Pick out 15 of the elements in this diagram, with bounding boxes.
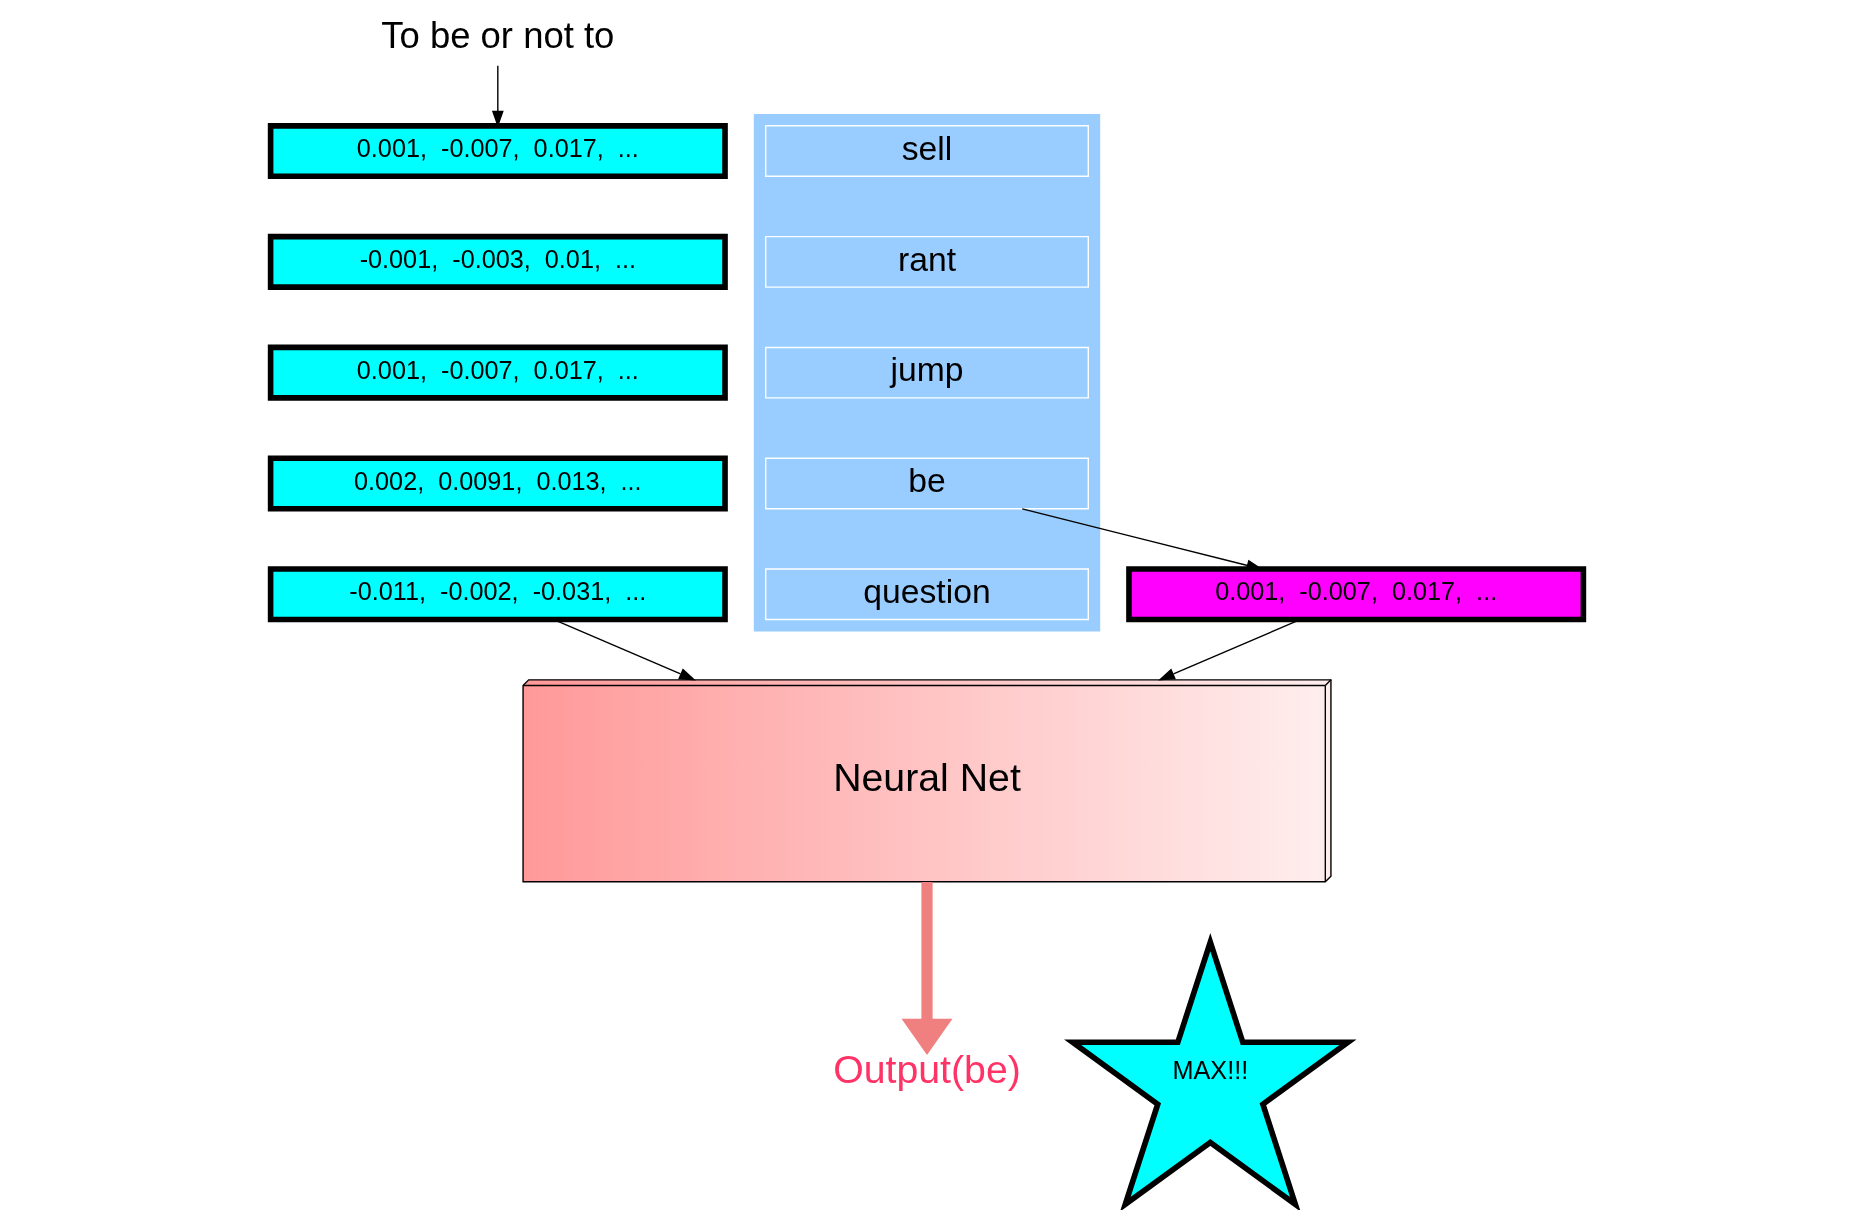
node-box: sell bbox=[765, 125, 1089, 177]
node-box: 0.001, -0.007, 0.017, ... bbox=[267, 123, 728, 180]
node-box: rant bbox=[765, 235, 1089, 288]
node-box: -0.011, -0.002, -0.031, ... bbox=[267, 566, 728, 623]
node-box: 0.001, -0.007, 0.017, ... bbox=[1126, 566, 1587, 623]
arrow bbox=[901, 881, 953, 1056]
node-box: question bbox=[765, 568, 1089, 621]
node-box: jump bbox=[765, 346, 1089, 399]
node-box: 0.001, -0.007, 0.017, ... bbox=[267, 344, 728, 401]
node-text: To be or not to bbox=[381, 15, 615, 57]
cluster bbox=[753, 113, 1101, 632]
node-text: Output(be) bbox=[833, 1046, 1021, 1091]
node-box: 0.002, 0.0091, 0.013, ... bbox=[267, 455, 728, 512]
node-box: be bbox=[765, 457, 1089, 510]
node-box: -0.001, -0.003, 0.01, ... bbox=[267, 233, 728, 290]
